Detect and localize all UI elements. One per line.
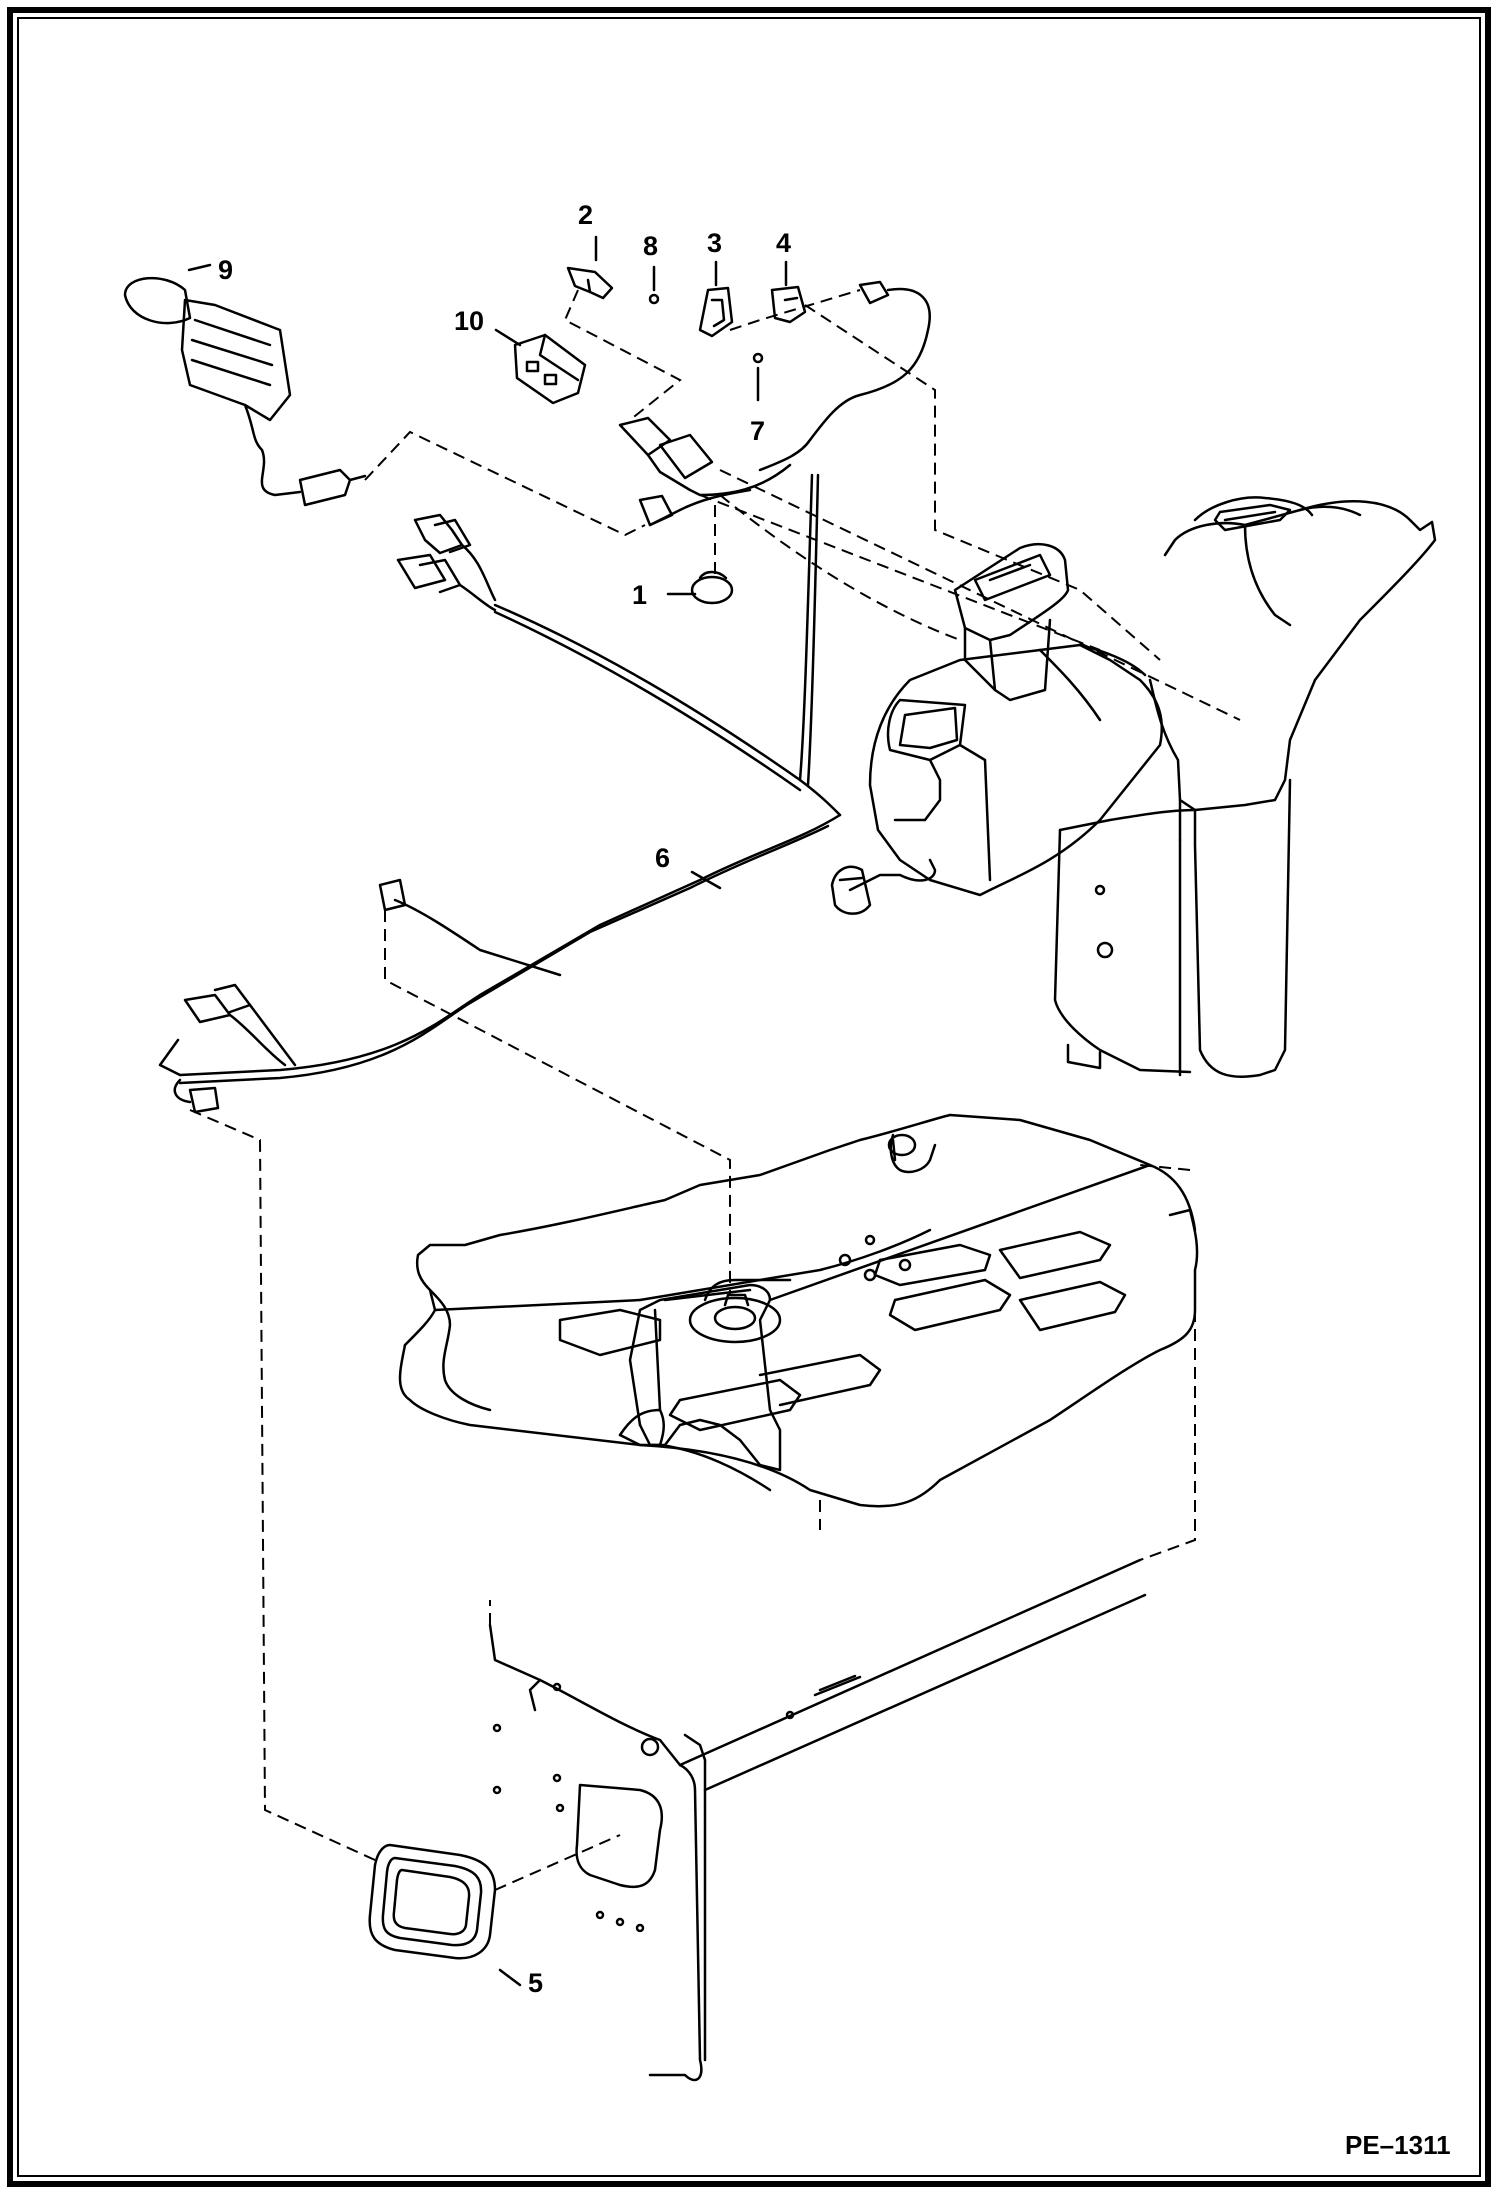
control-console bbox=[830, 496, 1437, 1078]
nut-part bbox=[752, 352, 764, 364]
callout-2: 2 bbox=[578, 200, 594, 230]
module-part bbox=[513, 333, 587, 405]
fuel-tank bbox=[398, 1113, 1199, 1508]
switch-part bbox=[698, 286, 734, 338]
bracket-part bbox=[770, 285, 807, 324]
grommet-part bbox=[690, 570, 734, 605]
figure-id: PE–1311 bbox=[1345, 2130, 1451, 2160]
callout-10: 10 bbox=[454, 306, 485, 336]
screw-part bbox=[648, 293, 660, 305]
clip-part bbox=[566, 266, 614, 300]
callout-4: 4 bbox=[776, 228, 792, 258]
callout-5: 5 bbox=[528, 1968, 544, 1998]
callout-9: 9 bbox=[218, 255, 234, 285]
grommet-plate-part bbox=[368, 1843, 497, 1960]
callout-8: 8 bbox=[643, 231, 659, 261]
wiring-harness-part bbox=[158, 473, 842, 1114]
joystick-handle-part bbox=[123, 276, 367, 507]
callout-7: 7 bbox=[750, 416, 766, 446]
chassis-frame bbox=[488, 1558, 1147, 2082]
callout-6: 6 bbox=[655, 843, 671, 873]
callout-1: 1 bbox=[632, 580, 648, 610]
callout-3: 3 bbox=[707, 228, 723, 258]
connector-cluster bbox=[618, 416, 792, 527]
